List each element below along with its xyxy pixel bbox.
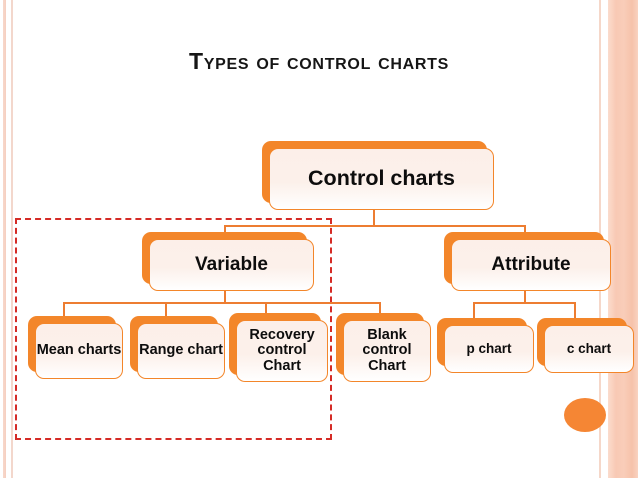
page-title: Types of control charts [189,48,449,74]
node-range-chart[interactable]: Range chart [130,316,225,379]
node-label: Recovery control Chart [236,320,328,382]
connector-root-stem [373,203,375,226]
node-c-chart[interactable]: c chart [537,318,634,373]
node-variable[interactable]: Variable [142,232,314,291]
connector-variable-stem [224,284,226,303]
connector-to-attribute [524,225,526,234]
node-recovery-control-chart[interactable]: Recovery control Chart [229,313,328,382]
connector-level2-bus [224,225,525,227]
orange-ellipse-decoration [564,398,606,432]
node-label: Range chart [137,323,225,379]
node-label: c chart [544,325,634,373]
node-control-charts[interactable]: Control charts [262,141,494,210]
node-label: Variable [149,239,314,291]
connector-to-recovery [265,302,267,313]
node-label: p chart [444,325,534,373]
node-label: Attribute [451,239,611,291]
connector-to-range [165,302,167,316]
node-mean-charts[interactable]: Mean charts [28,316,123,379]
highlight-region-dashed [15,218,332,440]
connector-attribute-stem [524,284,526,303]
connector-to-blank [379,302,381,313]
connector-to-p-chart [473,302,475,318]
connector-to-variable [224,225,226,234]
connector-to-c-chart [574,302,576,318]
node-attribute[interactable]: Attribute [444,232,611,291]
node-label: Control charts [269,148,494,210]
node-label: Blank control Chart [343,320,431,382]
left-border-decoration [0,0,14,478]
node-label: Mean charts [35,323,123,379]
node-p-chart[interactable]: p chart [437,318,534,373]
node-blank-control-chart[interactable]: Blank control Chart [336,313,431,382]
connector-to-mean [63,302,65,316]
connector-variable-leaf-bus [63,302,380,304]
connector-attribute-leaf-bus [473,302,576,304]
